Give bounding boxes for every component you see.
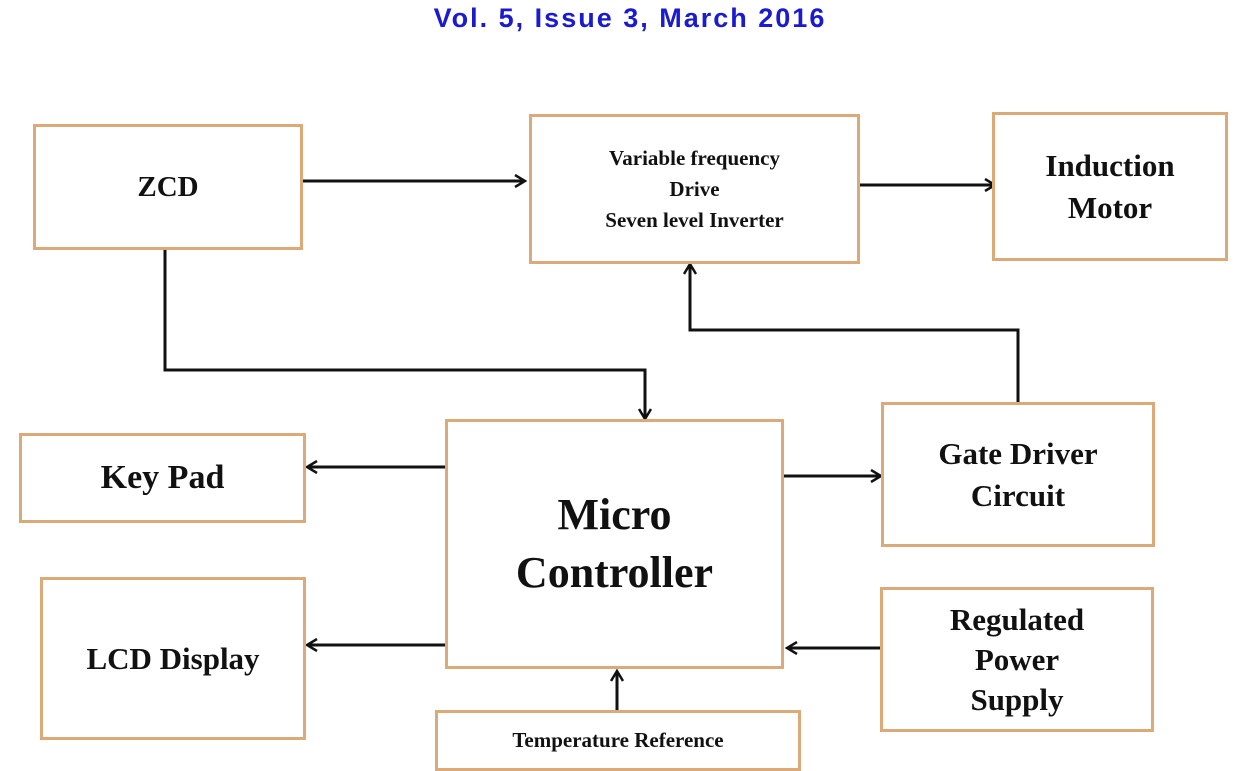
arrow-gate-driver-to-vfd [690,264,1020,402]
power-label-line-2: Power [974,641,1060,677]
vfd-label-line-1: Variable frequency [609,145,780,170]
zcd-label: ZCD [137,170,199,203]
temperature-reference-block: Temperature Reference [435,710,801,771]
vfd-label-line-3: Seven level Inverter [605,207,784,232]
arrow-zcd-to-mcu [163,250,645,419]
vfd-label-line-2: Drive [669,176,720,201]
journal-issue-header: Vol. 5, Issue 3, March 2016 [433,3,827,33]
mcu-label-line-1: Micro [557,490,672,539]
keypad-label: Key Pad [100,459,225,496]
gate-driver-label-line-2: Circuit [970,477,1066,513]
vfd-inverter-block: Variable frequency Drive Seven level Inv… [529,114,860,264]
motor-label-line-1: Induction [1045,147,1175,183]
micro-controller-block: Micro Controller [445,419,784,669]
power-label-line-3: Supply [970,681,1064,717]
keypad-block: Key Pad [19,433,306,523]
zcd-block: ZCD [33,124,303,250]
gate-driver-block: Gate Driver Circuit [881,402,1155,547]
mcu-label-line-2: Controller [515,548,714,597]
lcd-label: LCD Display [86,640,260,676]
induction-motor-block: Induction Motor [992,112,1228,261]
lcd-display-block: LCD Display [40,577,306,740]
gate-driver-label-line-1: Gate Driver [938,435,1098,471]
temp-ref-label: Temperature Reference [512,728,724,752]
regulated-power-supply-block: Regulated Power Supply [880,587,1154,732]
power-label-line-1: Regulated [949,601,1085,637]
motor-label-line-2: Motor [1067,189,1153,225]
